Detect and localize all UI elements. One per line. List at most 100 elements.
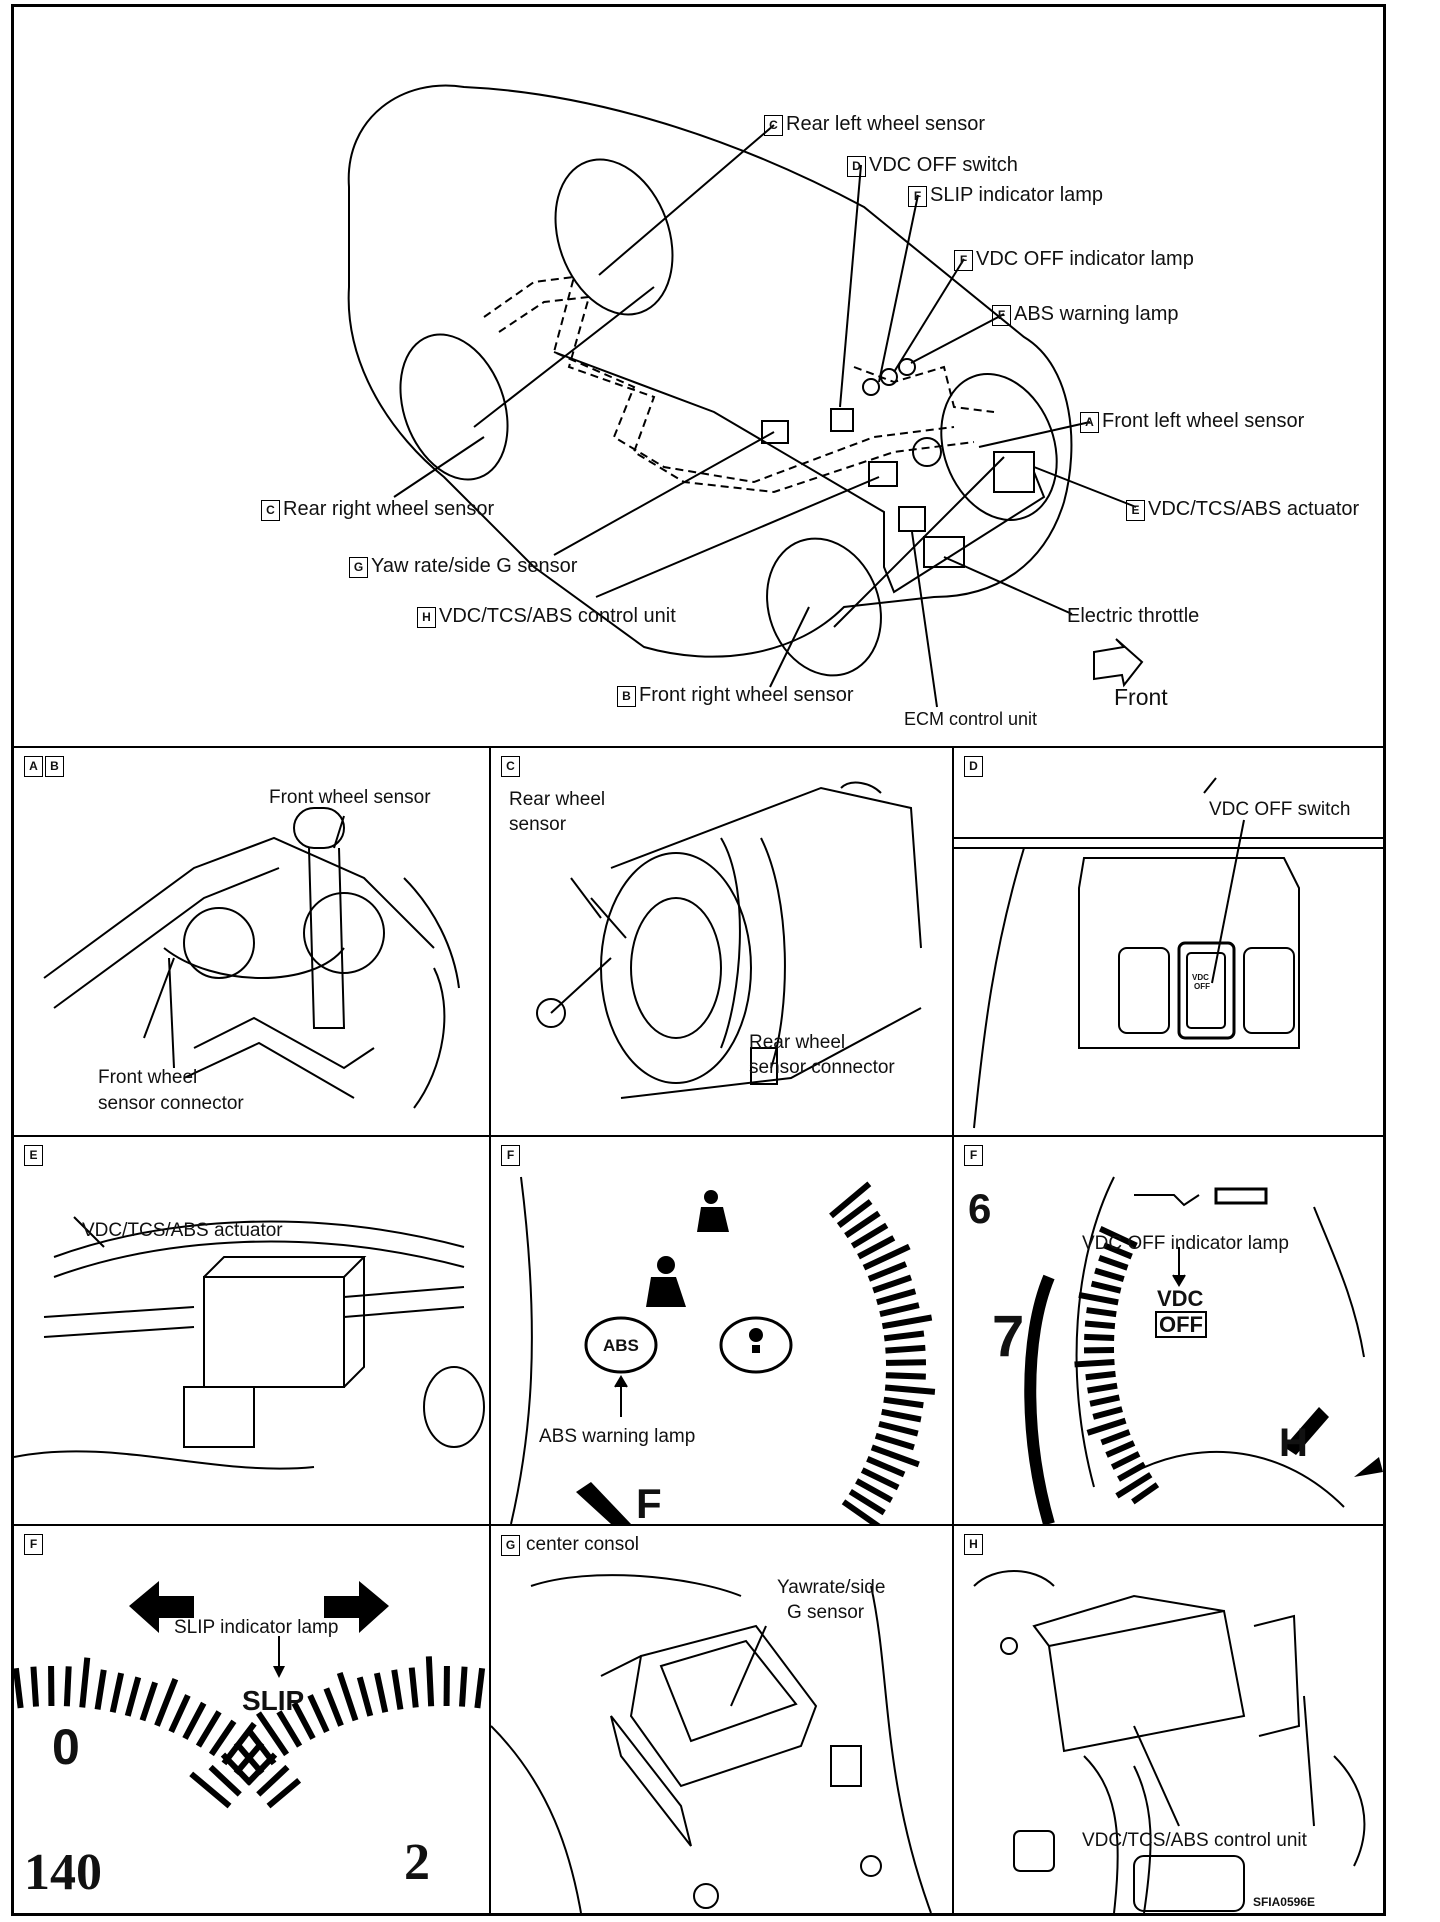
gauge-tick (850, 1222, 889, 1249)
gauge-tick (124, 1676, 142, 1717)
speedo-140-mark: 140 (24, 1844, 102, 1901)
gauge-tick (195, 1710, 222, 1748)
gauge-tick (182, 1701, 207, 1740)
panel-vdc-off-switch: D VDC OFF switch VDC OFF (954, 748, 1383, 1135)
speedo-2-mark: 2 (404, 1834, 430, 1891)
gauge-tick (872, 1274, 912, 1294)
grid-divider (14, 746, 1383, 748)
gauge-tick (876, 1288, 917, 1306)
gauge-tick (208, 1719, 237, 1757)
gauge-tick (855, 1478, 893, 1503)
gauge-tick (1098, 1225, 1138, 1249)
center-console-drawing (491, 1574, 932, 1913)
gauge-tick (860, 1467, 900, 1491)
gauge-ticks (14, 1656, 486, 1809)
engine-bay-drawing (14, 1216, 485, 1470)
gauge-tick (30, 1666, 40, 1707)
label-vdc-off-switch: VDC OFF switch (1209, 799, 1351, 820)
panel-abs-warning-lamp: F A (491, 1137, 952, 1524)
fuel-f-mark: F (636, 1480, 662, 1525)
meter-cluster-drawing (510, 1176, 936, 1524)
gauge-tick (1117, 1461, 1147, 1482)
gauge-tick (866, 1456, 906, 1478)
gauge-tick (323, 1687, 344, 1727)
panel-rear-wheel-sensor: C Rear wheel sensor (491, 748, 952, 1135)
panel-tag: F (501, 1145, 522, 1166)
label-vdc-tcs-abs-actuator: VDC/TCS/ABS actuator (82, 1220, 283, 1241)
panel-tag: C (501, 756, 522, 777)
gauge-tick (336, 1671, 359, 1722)
label-sensor-connector: sensor connector (98, 1093, 244, 1114)
gauge-tick (1110, 1451, 1141, 1470)
rear-axle-drawing (536, 781, 922, 1099)
label-vdc-tcs-abs-control-unit: VDC/TCS/ABS control unit (1082, 1830, 1307, 1851)
label-ecm-control-unit: ECM control unit (904, 709, 1038, 729)
gauge-tick (1094, 1267, 1125, 1283)
gauge-tick (168, 1694, 191, 1733)
speedo-0-mark: 0 (52, 1719, 80, 1775)
gauge-tick (885, 1359, 927, 1366)
label-slip-indicator-lamp: SLIP indicator lamp (174, 1617, 339, 1638)
gauge-ticks (1074, 1225, 1160, 1505)
label-yawrate-side: Yawrate/side (777, 1577, 886, 1598)
gauge-tick (247, 1729, 277, 1766)
gauge-tick (1089, 1394, 1121, 1407)
grid-divider (14, 1135, 1383, 1137)
caption-center-consol: center consol (526, 1534, 640, 1555)
gauge-tick (1092, 1406, 1123, 1420)
tach-7-mark: 7 (992, 1304, 1025, 1369)
gauge-tick (883, 1330, 925, 1342)
gauge-tick (356, 1676, 374, 1717)
gauge-tick (878, 1420, 919, 1437)
gauge-tick (867, 1261, 908, 1282)
label-front-wheel: Front wheel (98, 1067, 198, 1088)
grid-divider (489, 746, 491, 1913)
gauge-tick (1078, 1291, 1119, 1306)
gauge-ticks (829, 1181, 936, 1524)
gauge-tick (879, 1302, 920, 1318)
temp-h-mark: H (1279, 1421, 1308, 1465)
panel-vdc-off-indicator: F 6 7 VDC OFF indicator lamp (954, 1137, 1383, 1524)
gauge-tick (857, 1235, 896, 1260)
gauge-tick (883, 1396, 924, 1409)
gauge-tick (307, 1694, 330, 1733)
label-abs-warning-lamp: ABS warning lamp (539, 1426, 696, 1447)
switch-off-text: OFF (1194, 982, 1210, 991)
gauge-tick (1087, 1382, 1118, 1394)
panel-tag: F (24, 1534, 45, 1555)
front-direction-label: Front (1114, 684, 1168, 710)
panel-tag: D (964, 756, 985, 777)
gauge-tick (256, 1764, 290, 1797)
figure-code: SFIA0596E (1252, 1895, 1315, 1909)
speedometer-drawing (14, 1581, 486, 1809)
panel-slip-indicator: F SLIP indicator lamp SLIP 0 140 2 (14, 1526, 489, 1913)
gauge-tick (841, 1499, 881, 1524)
gauge-tick (220, 1752, 253, 1786)
indicator-slip-text: SLIP (242, 1685, 305, 1716)
gauge-tick (373, 1672, 389, 1713)
gauge-tick (874, 1432, 915, 1451)
tachometer-drawing (1024, 1176, 1383, 1524)
gauge-tick (63, 1666, 72, 1707)
indicator-vdc-text: VDC (1157, 1286, 1204, 1311)
gauge-tick (208, 1764, 242, 1797)
gauge-tick (1115, 1472, 1153, 1499)
gauge-tick (474, 1667, 486, 1709)
gauge-tick (154, 1678, 179, 1727)
dashboard-switch-drawing (954, 777, 1383, 1129)
label-electric-throttle: Electric throttle (1067, 605, 1200, 627)
panel-tag: H (964, 1534, 985, 1555)
